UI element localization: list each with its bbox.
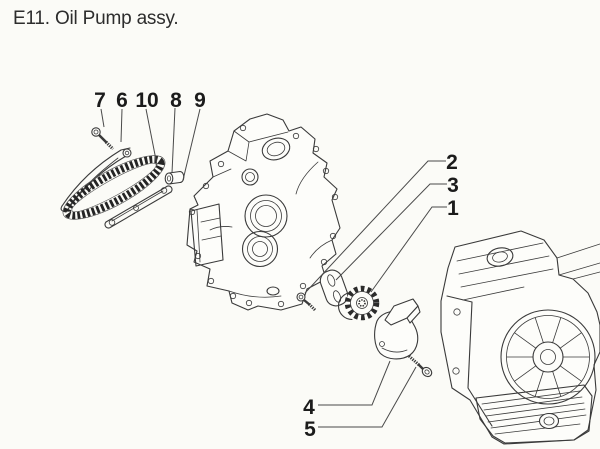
leader-lines [100,107,447,428]
cylinder-bore-boss [486,247,514,267]
case-bracket [446,295,493,427]
fan-shroud [500,309,596,405]
finned-sump [475,384,593,444]
figure-title: E11. Oil Pump assy. [13,8,179,29]
case-boss [266,286,280,296]
callout-label-6: 6 [116,89,128,112]
left-crankcase-drawing [186,113,341,311]
callout-label-7: 7 [94,89,106,112]
right-crankcase-drawing [440,230,600,445]
callout-label-2: 2 [446,151,458,174]
callout-labels: 7 6 10 8 9 2 3 1 4 5 [94,89,459,441]
callout-label-3: 3 [447,174,459,197]
bearing-bores [241,137,291,268]
callout-label-5: 5 [304,418,316,441]
callout-label-8: 8 [170,89,182,112]
tensioner-bolt-drawing [91,127,115,151]
pump-mount-screw-drawing [296,292,317,312]
callout-label-10: 10 [135,89,158,112]
pump-sprocket-drawing [337,285,380,321]
cam-chain-drawing [62,155,166,220]
tensioner-rail-drawing [104,185,173,229]
bolt-holes [188,124,339,308]
pump-cover-screw-drawing [407,354,433,378]
pump-body-drawing [374,298,421,360]
spacer-bushing-drawing [164,170,185,185]
callout-label-9: 9 [194,89,206,112]
callout-label-4: 4 [303,396,315,419]
callout-label-1: 1 [447,197,459,220]
gasket-drawing [319,269,349,307]
